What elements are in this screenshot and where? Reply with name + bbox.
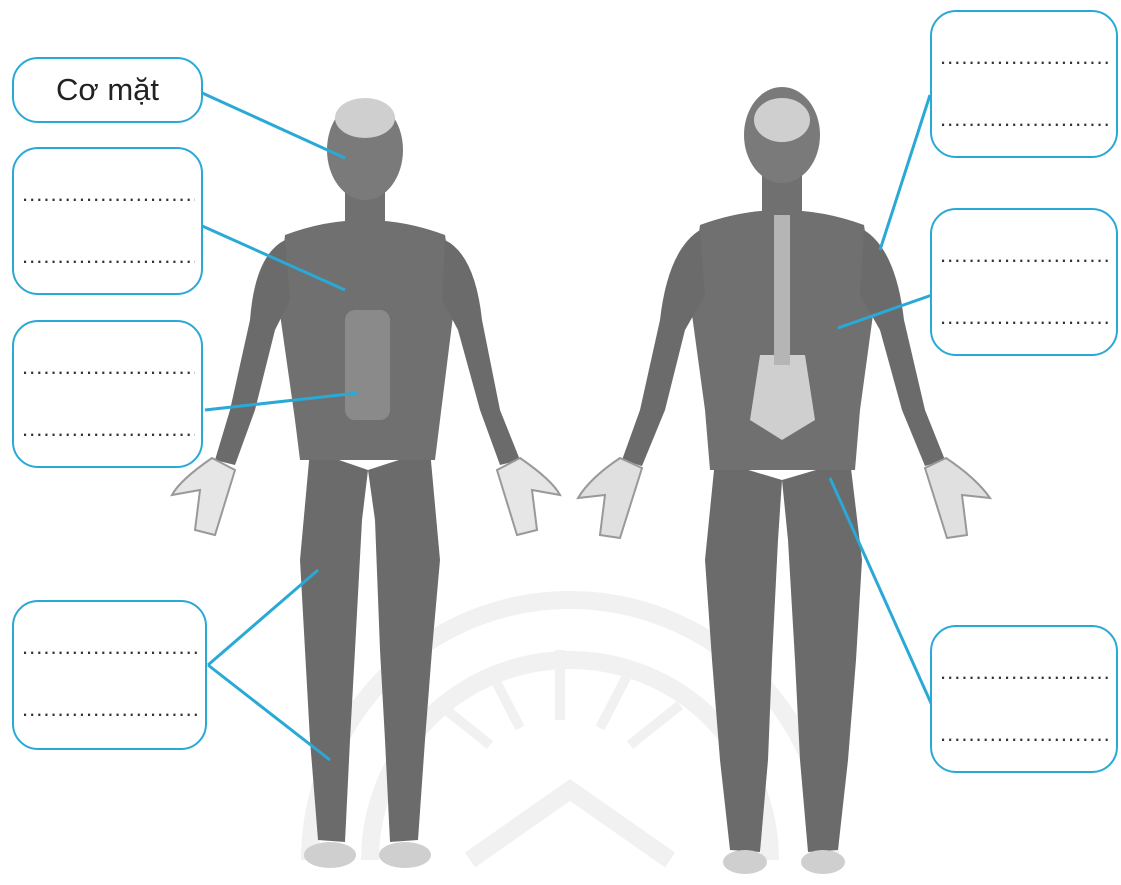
answer-line: ...............................	[940, 108, 1110, 130]
answer-line: ...............................	[22, 418, 195, 440]
answer-line: ...............................	[22, 183, 195, 205]
answer-line: ...............................	[940, 46, 1110, 68]
answer-line: ...............................	[940, 306, 1110, 328]
answer-line: ...............................	[22, 245, 195, 267]
answer-line: ...............................	[22, 356, 195, 378]
connector-shoulder	[880, 95, 930, 250]
answer-box-abdomen[interactable]: ............................... ........…	[12, 320, 203, 468]
answer-line: ...............................	[940, 661, 1110, 683]
back-body-icon	[578, 87, 990, 874]
front-body-icon	[172, 98, 560, 868]
answer-box-chest[interactable]: ............................... ........…	[12, 147, 203, 295]
answer-box-buttock[interactable]: ............................... ........…	[930, 625, 1118, 773]
answer-line: ...............................	[940, 244, 1110, 266]
label-face: Cơ mặt	[12, 57, 203, 123]
answer-box-shoulder[interactable]: ............................... ........…	[930, 10, 1118, 158]
answer-box-legs[interactable]: ............................... ........…	[12, 600, 207, 750]
connector-face	[200, 92, 345, 158]
connector-thigh	[208, 570, 318, 665]
answer-line: ...............................	[940, 723, 1110, 745]
answer-line: ...............................	[22, 698, 199, 720]
answer-box-back[interactable]: ............................... ........…	[930, 208, 1118, 356]
label-face-text: Cơ mặt	[14, 72, 201, 108]
answer-line: ...............................	[22, 636, 199, 658]
